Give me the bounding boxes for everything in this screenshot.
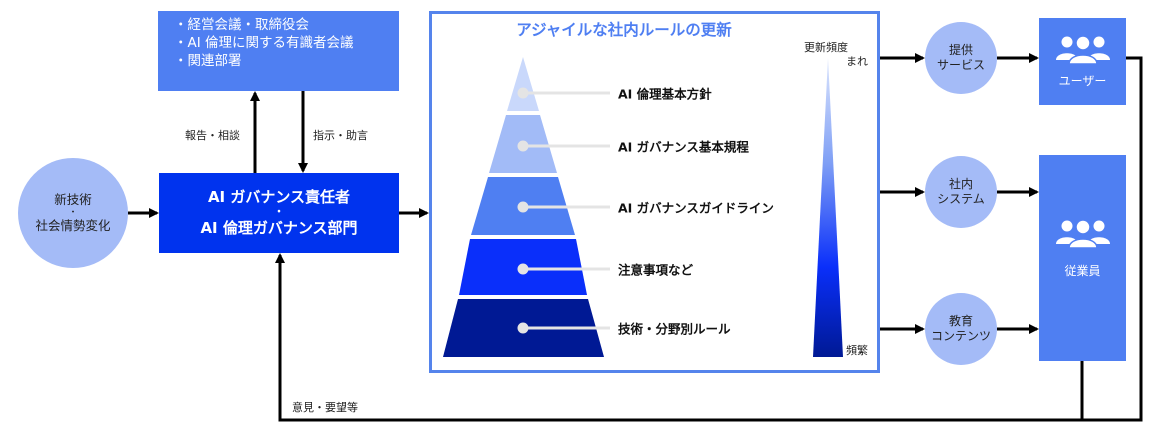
main-box-separator: ・ [274,207,284,218]
channel-line1: 社内 [948,177,973,191]
channel-line2: システム [937,192,985,206]
people-group-icon [1055,218,1110,248]
tier-label-domain-rules: 技術・分野別ルール [618,321,731,337]
feedback-label: 意見・要望等 [292,401,358,414]
frequency-frequent-label: 頻繁 [846,344,868,357]
channel-provided-services: 提供 サービス [925,22,997,94]
main-box-line1: AI ガバナンス責任者 [207,188,351,206]
input-separator: ・ [68,208,78,218]
channel-line1: 提供 [948,43,973,57]
users-label: ユーザー [1058,74,1107,88]
update-frequency-heading: 更新頻度 [804,41,848,54]
channel-education-content: 教育 コンテンツ [925,293,997,365]
employees-label: 従業員 [1064,263,1101,278]
channel-internal-systems: 社内 システム [925,156,997,228]
channel-line1: 教育 [948,314,973,328]
input-line2: 社会情勢変化 [35,218,111,233]
tier-label-ai-ethics-policy: AI 倫理基本方針 [618,86,712,102]
people-group-icon [1055,35,1110,64]
employees-box: 従業員 [1039,155,1126,361]
report-consult-label: 報告・相談 [185,129,240,142]
agile-rules-title: アジャイルな社内ルールの更新 [516,21,732,39]
main-box-line2: AI 倫理ガバナンス部門 [200,219,358,237]
pyramid-tier-1 [507,57,539,111]
channel-line2: コンテンツ [930,329,991,343]
frequency-rare-label: まれ [846,55,868,68]
ai-governance-department-box: AI ガバナンス責任者 ・ AI 倫理ガバナンス部門 [159,173,399,253]
oversight-item: ・経営会議・取締役会 [174,17,309,33]
channel-line2: サービス [936,58,985,72]
oversight-item: ・AI 倫理に関する有識者会議 [174,35,354,51]
input-line1: 新技術 [54,192,92,207]
users-box: ユーザー [1039,18,1126,105]
agile-rules-frame [429,11,880,373]
new-tech-social-change-circle: 新技術 ・ 社会情勢変化 [18,158,128,268]
update-frequency-gradient [813,58,843,357]
oversight-bodies-box: ・経営会議・取締役会 ・AI 倫理に関する有識者会議 ・関連部署 [158,11,399,91]
tier-label-governance-guidelines: AI ガバナンスガイドライン [618,200,774,216]
tier-label-governance-regulations: AI ガバナンス基本規程 [618,139,749,155]
oversight-item: ・関連部署 [174,53,242,69]
instruct-advise-label: 指示・助言 [313,129,368,142]
tier-label-precautions: 注意事項など [618,262,694,278]
